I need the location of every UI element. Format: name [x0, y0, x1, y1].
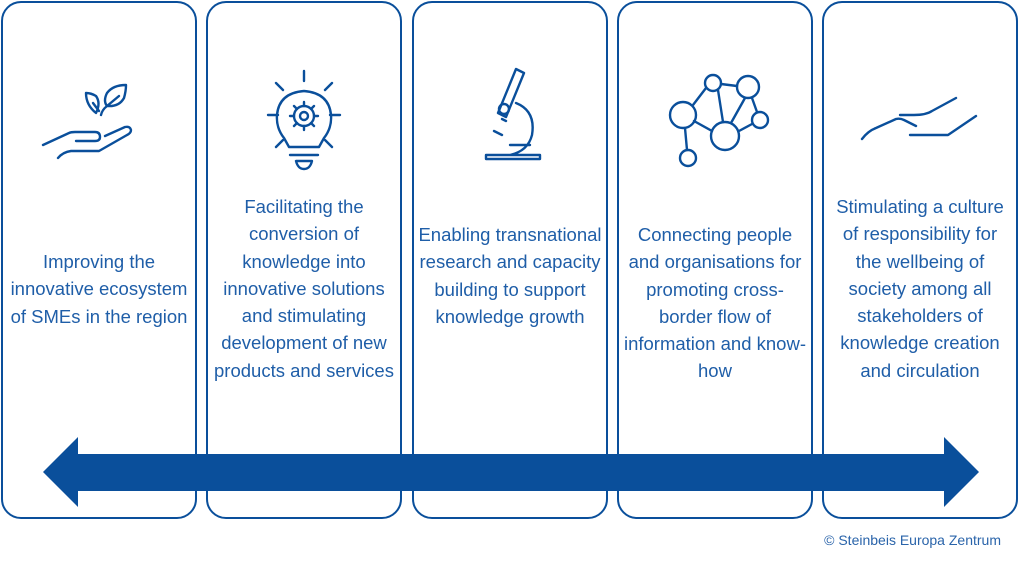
card-responsibility: Stimulating a culture of responsibility … [822, 1, 1018, 519]
card-ecosystem: Improving the innovative ecosystem of SM… [1, 1, 197, 519]
open-hand-icon [860, 63, 980, 173]
card-research: Enabling transnational research and capa… [412, 1, 608, 519]
card-connecting: Connecting people and organisations for … [617, 1, 813, 519]
card-text: Connecting people and organisations for … [623, 224, 806, 382]
lightbulb-gear-icon [244, 63, 364, 173]
people-network-icon [655, 63, 775, 173]
card-text: Stimulating a culture of responsibility … [836, 196, 1004, 381]
card-text: Improving the innovative ecosystem of SM… [10, 251, 188, 327]
microscope-icon [450, 63, 570, 173]
copyright-text: © Steinbeis Europa Zentrum [824, 532, 1001, 548]
card-text: Enabling transnational research and capa… [418, 224, 602, 327]
plant-in-hand-icon [39, 63, 159, 173]
card-text: Facilitating the conversion of knowledge… [214, 196, 394, 381]
card-conversion: Facilitating the conversion of knowledge… [206, 1, 402, 519]
